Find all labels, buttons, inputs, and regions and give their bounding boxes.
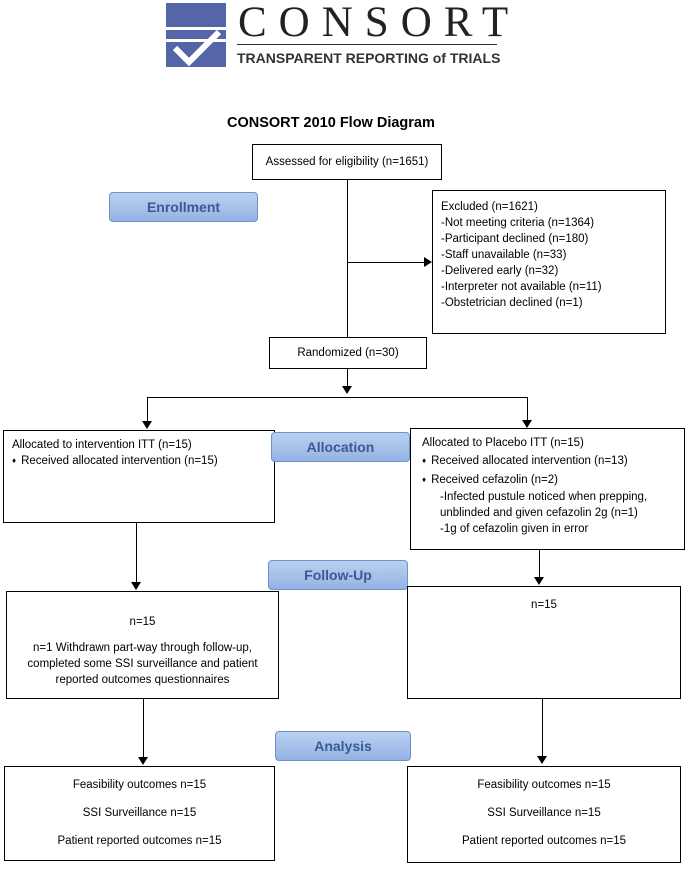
arrow-randomized [342, 386, 352, 394]
assessed-text: Assessed for eligibility (n=1651) [265, 156, 429, 168]
left-followup-box: n=15 n=1 Withdrawn part-way through foll… [6, 591, 279, 699]
excluded-item: -Not meeting criteria (n=1364) [441, 217, 595, 229]
connector-split-right [527, 397, 528, 421]
connector-right-followup [539, 550, 540, 578]
arrow-left-followup [131, 582, 141, 590]
logo-name: CONSORT [238, 0, 521, 46]
stage-followup: Follow-Up [268, 560, 408, 590]
consort-logo-mark [165, 2, 227, 68]
right-analysis-pro: Patient reported outcomes n=15 [462, 835, 626, 847]
left-followup-note: n=1 Withdrawn part-way through follow-up… [27, 642, 258, 686]
right-analysis-ssi: SSI Surveillance n=15 [487, 807, 601, 819]
excluded-item: -Delivered early (n=32) [441, 265, 559, 277]
right-cefazolin-text: Received cefazolin (n=2) [422, 472, 680, 489]
randomized-text: Randomized (n=30) [297, 347, 399, 359]
right-analysis-box: Feasibility outcomes n=15 SSI Surveillan… [407, 766, 681, 863]
connector-left-followup [136, 523, 137, 583]
connector-randomized-down [347, 369, 348, 387]
connector-assessed-randomized [347, 180, 348, 337]
left-allocated-text: Allocated to intervention ITT (n=15) [12, 439, 192, 451]
excluded-item: -Staff unavailable (n=33) [441, 249, 567, 261]
left-received-text: Received allocated intervention (n=15) [12, 453, 274, 470]
excluded-item: -Interpreter not available (n=11) [441, 281, 602, 293]
left-analysis-ssi: SSI Surveillance n=15 [82, 807, 197, 819]
logo-rule [237, 44, 497, 45]
logo-tagline: TRANSPARENT REPORTING of TRIALS [237, 50, 501, 66]
left-analysis-pro: Patient reported outcomes n=15 [57, 835, 222, 847]
arrow-split-left [142, 421, 152, 429]
arrow-to-excluded [424, 257, 432, 267]
right-followup-box: n=15 [407, 586, 681, 699]
left-analysis-feasibility: Feasibility outcomes n=15 [72, 779, 207, 791]
connector-left-analysis [143, 699, 144, 757]
connector-split-horizontal [147, 397, 528, 398]
connector-split-left [147, 397, 148, 422]
diagram-title: CONSORT 2010 Flow Diagram [227, 115, 435, 131]
right-followup-n: n=15 [531, 599, 557, 611]
excluded-item: -Participant declined (n=180) [441, 233, 589, 245]
right-allocated-text: Allocated to Placebo ITT (n=15) [422, 437, 584, 449]
stage-enrollment: Enrollment [109, 192, 258, 222]
excluded-box: Excluded (n=1621) -Not meeting criteria … [432, 190, 666, 334]
arrow-right-analysis [537, 756, 547, 764]
connector-right-analysis [542, 699, 543, 756]
excluded-item: -Obstetrician declined (n=1) [441, 297, 583, 309]
left-analysis-box: Feasibility outcomes n=15 SSI Surveillan… [4, 766, 275, 861]
right-received-text: Received allocated intervention (n=13) [422, 453, 680, 470]
stage-analysis: Analysis [275, 731, 411, 761]
right-allocation-box: Allocated to Placebo ITT (n=15) Received… [410, 428, 685, 550]
arrow-right-followup [534, 577, 544, 585]
stage-allocation: Allocation [271, 432, 410, 462]
consort-logo: CONSORT TRANSPARENT REPORTING of TRIALS [165, 0, 508, 70]
assessed-box: Assessed for eligibility (n=1651) [252, 144, 442, 180]
left-allocation-box: Allocated to intervention ITT (n=15) Rec… [3, 430, 275, 523]
connector-to-excluded [347, 262, 425, 263]
right-cefazolin-detail-2: -1g of cefazolin given in error [440, 523, 589, 535]
arrow-split-right [522, 420, 532, 428]
excluded-title: Excluded (n=1621) [441, 201, 538, 213]
right-cefazolin-detail-1: -Infected pustule noticed when prepping,… [440, 491, 648, 519]
right-analysis-feasibility: Feasibility outcomes n=15 [477, 779, 611, 791]
left-followup-n: n=15 [129, 616, 156, 628]
randomized-box: Randomized (n=30) [269, 337, 427, 369]
arrow-left-analysis [138, 757, 148, 765]
